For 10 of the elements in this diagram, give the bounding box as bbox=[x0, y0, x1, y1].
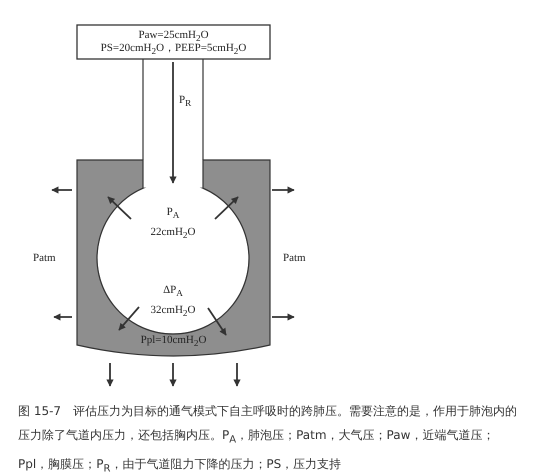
figure-caption: 图 15-7 评估压力为目标的通气模式下自主呼吸时的跨肺压。需要注意的是，作用于肺泡内的压力除了气道内压力，还包括胸内压。P$_{A}$，肺泡压；Patm，大气压；Paw，近端气道压；Ppl，胸膜压；P$_{R}$，由于气道阻力下降的压力；PS，压力支持 bbox=[18, 403, 518, 473]
pressure-box bbox=[77, 25, 270, 59]
pressure-text: P$_{A}$ 22cmH$_{2}$O bbox=[150, 205, 196, 242]
pressure-text: ΔP$_{A}$ 32cmH$_{2}$O bbox=[150, 283, 196, 320]
atmosphere-label: Patm bbox=[283, 252, 306, 265]
pressure-text: Ppl=10cmH$_{2}$O bbox=[140, 334, 206, 350]
atmosphere-label: Patm bbox=[33, 252, 56, 265]
arrow bbox=[169, 62, 177, 184]
pressure-text: Paw=25cmH$_{2}$O bbox=[138, 29, 209, 44]
pressure-text: PS=20cmH$_{2}$O，PEEP=5cmH$_{2}$O bbox=[100, 42, 246, 58]
